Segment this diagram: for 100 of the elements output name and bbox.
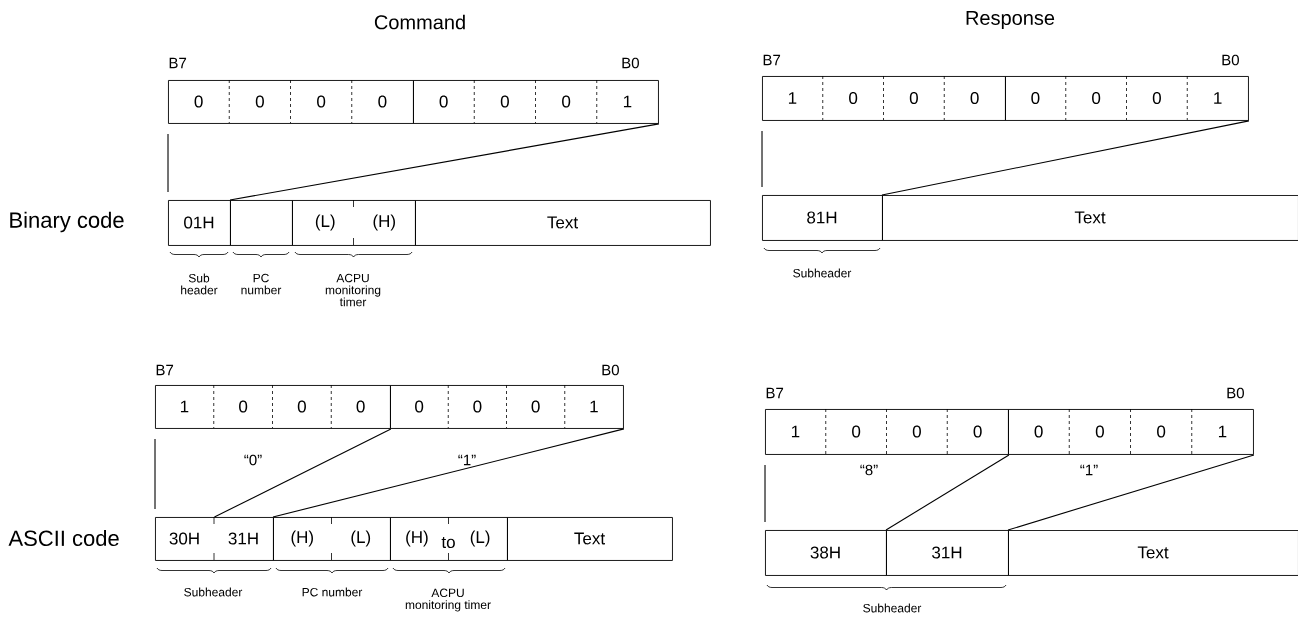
bit-field-box [1005,75,1249,121]
bit-value: 0 [317,95,326,108]
field-text: 38H [810,546,840,559]
bit-field-box [168,79,414,124]
bit-value: 0 [1034,425,1043,438]
expansion-line [764,464,766,523]
bit-value: 1 [623,95,632,108]
field-caption: “0” [244,454,262,466]
field-text: (L) [351,530,371,547]
bit-value: 0 [1152,92,1161,105]
expansion-line [272,428,625,518]
field-text: (H) [373,214,395,231]
bit-value: 1 [1214,92,1222,104]
field-text: 81H [807,211,837,224]
expansion-line [761,130,763,188]
field-text: (H) [406,530,428,547]
bit-value: 0 [500,95,509,108]
field-text: (H) [291,530,313,547]
field-text: Text [1074,211,1106,224]
field-caption: ACPU monitoring timer [325,273,381,307]
bit-value: 0 [562,95,571,108]
field-box [273,516,391,561]
bit-value: 0 [378,95,387,108]
bit-value: 0 [973,425,982,438]
bit-label: B0 [1227,387,1244,399]
field-box [886,530,1009,576]
field-text: (L) [315,214,335,231]
field-caption: “1” [458,454,476,466]
field-text: 31H [932,546,962,559]
bit-label: B0 [602,364,619,376]
field-caption: Subheader [184,587,243,597]
expansion-line [881,120,1250,196]
bit-value: 0 [531,400,540,413]
field-caption: Subheader [863,603,922,613]
bit-field-box [155,384,391,429]
bit-value: 1 [791,425,800,438]
bit-label: B7 [169,57,187,69]
bit-value: 0 [1095,425,1104,438]
expansion-line [213,428,392,518]
field-box [292,199,416,246]
field-caption: “1” [1080,464,1098,476]
bit-value: 0 [909,92,918,105]
bit-value: 0 [255,95,264,108]
field-text: Text [1137,546,1169,559]
bit-value: 0 [912,425,921,438]
bit-value: 0 [239,400,248,413]
bit-field-box [765,408,1009,455]
field-box [390,516,508,561]
field-text: Text [547,216,578,229]
bit-value: 0 [356,400,365,413]
field-text: 30H [169,532,199,545]
bit-value: 0 [1157,425,1166,438]
bit-label: B7 [763,54,781,66]
bit-field-box [1008,408,1254,455]
expansion-line [1007,454,1255,531]
field-box [415,200,711,246]
expansion-line [167,133,169,193]
field-box [882,195,1298,241]
bit-value: 0 [849,92,858,105]
empty-field-box [230,200,293,246]
bit-field-box [762,75,1006,121]
field-text: 31H [228,532,258,545]
panel-title: Command [374,14,465,30]
bit-label: B0 [622,57,639,69]
bit-label: B7 [766,387,784,399]
bit-label: B7 [156,364,174,376]
expansion-line [885,454,1010,531]
bit-value: 0 [439,95,448,108]
bit-value: 0 [970,92,979,105]
bit-value: 1 [590,400,598,413]
expansion-line [229,123,660,201]
field-box [155,516,274,561]
panel-title: Response [966,11,1055,29]
row-label: ASCII code [8,529,119,547]
bit-label: B0 [1222,54,1239,66]
bit-value: 1 [180,400,189,413]
expansion-line [154,438,156,510]
field-box [168,200,231,246]
bit-value: 0 [194,95,203,108]
field-caption: PC number [302,587,363,597]
bit-value: 0 [415,400,424,413]
field-caption: Sub header [181,273,218,295]
bit-value: 1 [1218,425,1227,438]
field-caption: “8” [860,464,878,476]
field-text: (L) [470,530,490,547]
field-box [762,195,883,241]
row-label: Binary code [10,211,124,233]
bit-value: 0 [1031,92,1040,105]
field-caption: PC number [241,273,282,295]
field-text: to [441,536,455,549]
bit-field-box [390,384,624,429]
bit-value: 0 [1092,92,1101,105]
field-caption: Subheader [793,268,852,278]
field-box [507,517,673,561]
field-box [1008,530,1298,576]
field-text: 01H [184,216,214,229]
bit-value: 0 [297,400,306,413]
bit-value: 0 [852,425,861,438]
field-caption: ACPU monitoring timer [405,588,491,612]
field-text: Text [574,532,605,545]
